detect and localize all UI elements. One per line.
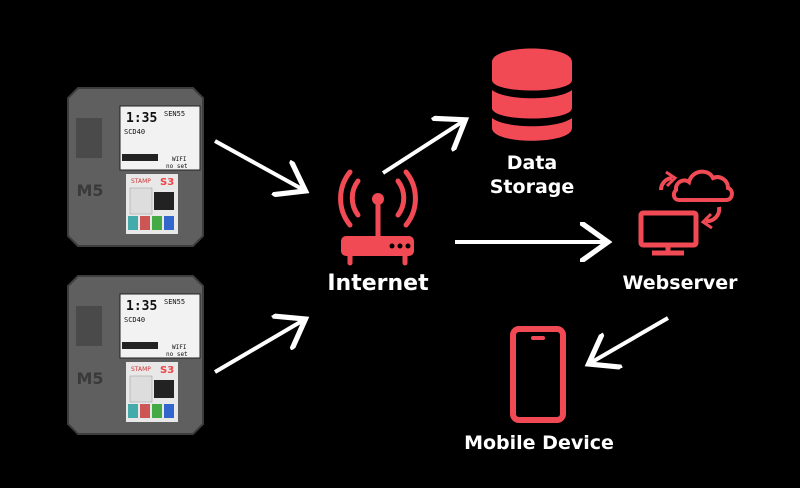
database-icon [492, 48, 572, 141]
screen-wifi: WIFI [172, 156, 187, 163]
arrow-internet-to-storage [381, 122, 462, 175]
arrow-device2-to-internet [213, 321, 302, 374]
stamp-label: STAMP [131, 366, 151, 373]
internet-label: Internet [327, 271, 429, 296]
screen-sensor-b: SCD40 [124, 128, 145, 136]
chip-label: S3 [160, 177, 174, 188]
data-storage-label: Data Storage [470, 152, 594, 200]
arrow-device1-to-internet [214, 139, 302, 189]
brand-label: M5 [76, 181, 103, 200]
screen-status: no set [166, 163, 188, 170]
screen-status: no set [166, 351, 188, 358]
screen-sensor-a: SEN55 [164, 110, 185, 118]
data-storage-line1: Data [506, 152, 558, 174]
screen-wifi: WIFI [172, 344, 187, 351]
data-storage-line2: Storage [489, 175, 575, 198]
brand-label: M5 [76, 369, 103, 388]
screen-time: 1:35 [126, 111, 157, 126]
screen-time: 1:35 [126, 299, 157, 314]
m5-device-bottom: M5 1:35 SEN55 SCD40 WIFI no set STAMP S3 [67, 275, 204, 435]
router-icon [338, 169, 418, 266]
mobile-phone-icon [510, 326, 566, 423]
screen-sensor-a: SEN55 [164, 298, 185, 306]
stamp-label: STAMP [131, 178, 151, 185]
m5-device-top: M5 1:35 SEN55 SCD40 WIFI no set STAMP S3 [67, 87, 204, 247]
arrow-webserver-to-mobile [592, 316, 670, 362]
webserver-label: Webserver [622, 272, 738, 294]
mobile-device-label: Mobile Device [464, 432, 614, 454]
webserver-icon [638, 169, 734, 256]
chip-label: S3 [160, 365, 174, 376]
screen-sensor-b: SCD40 [124, 316, 145, 324]
